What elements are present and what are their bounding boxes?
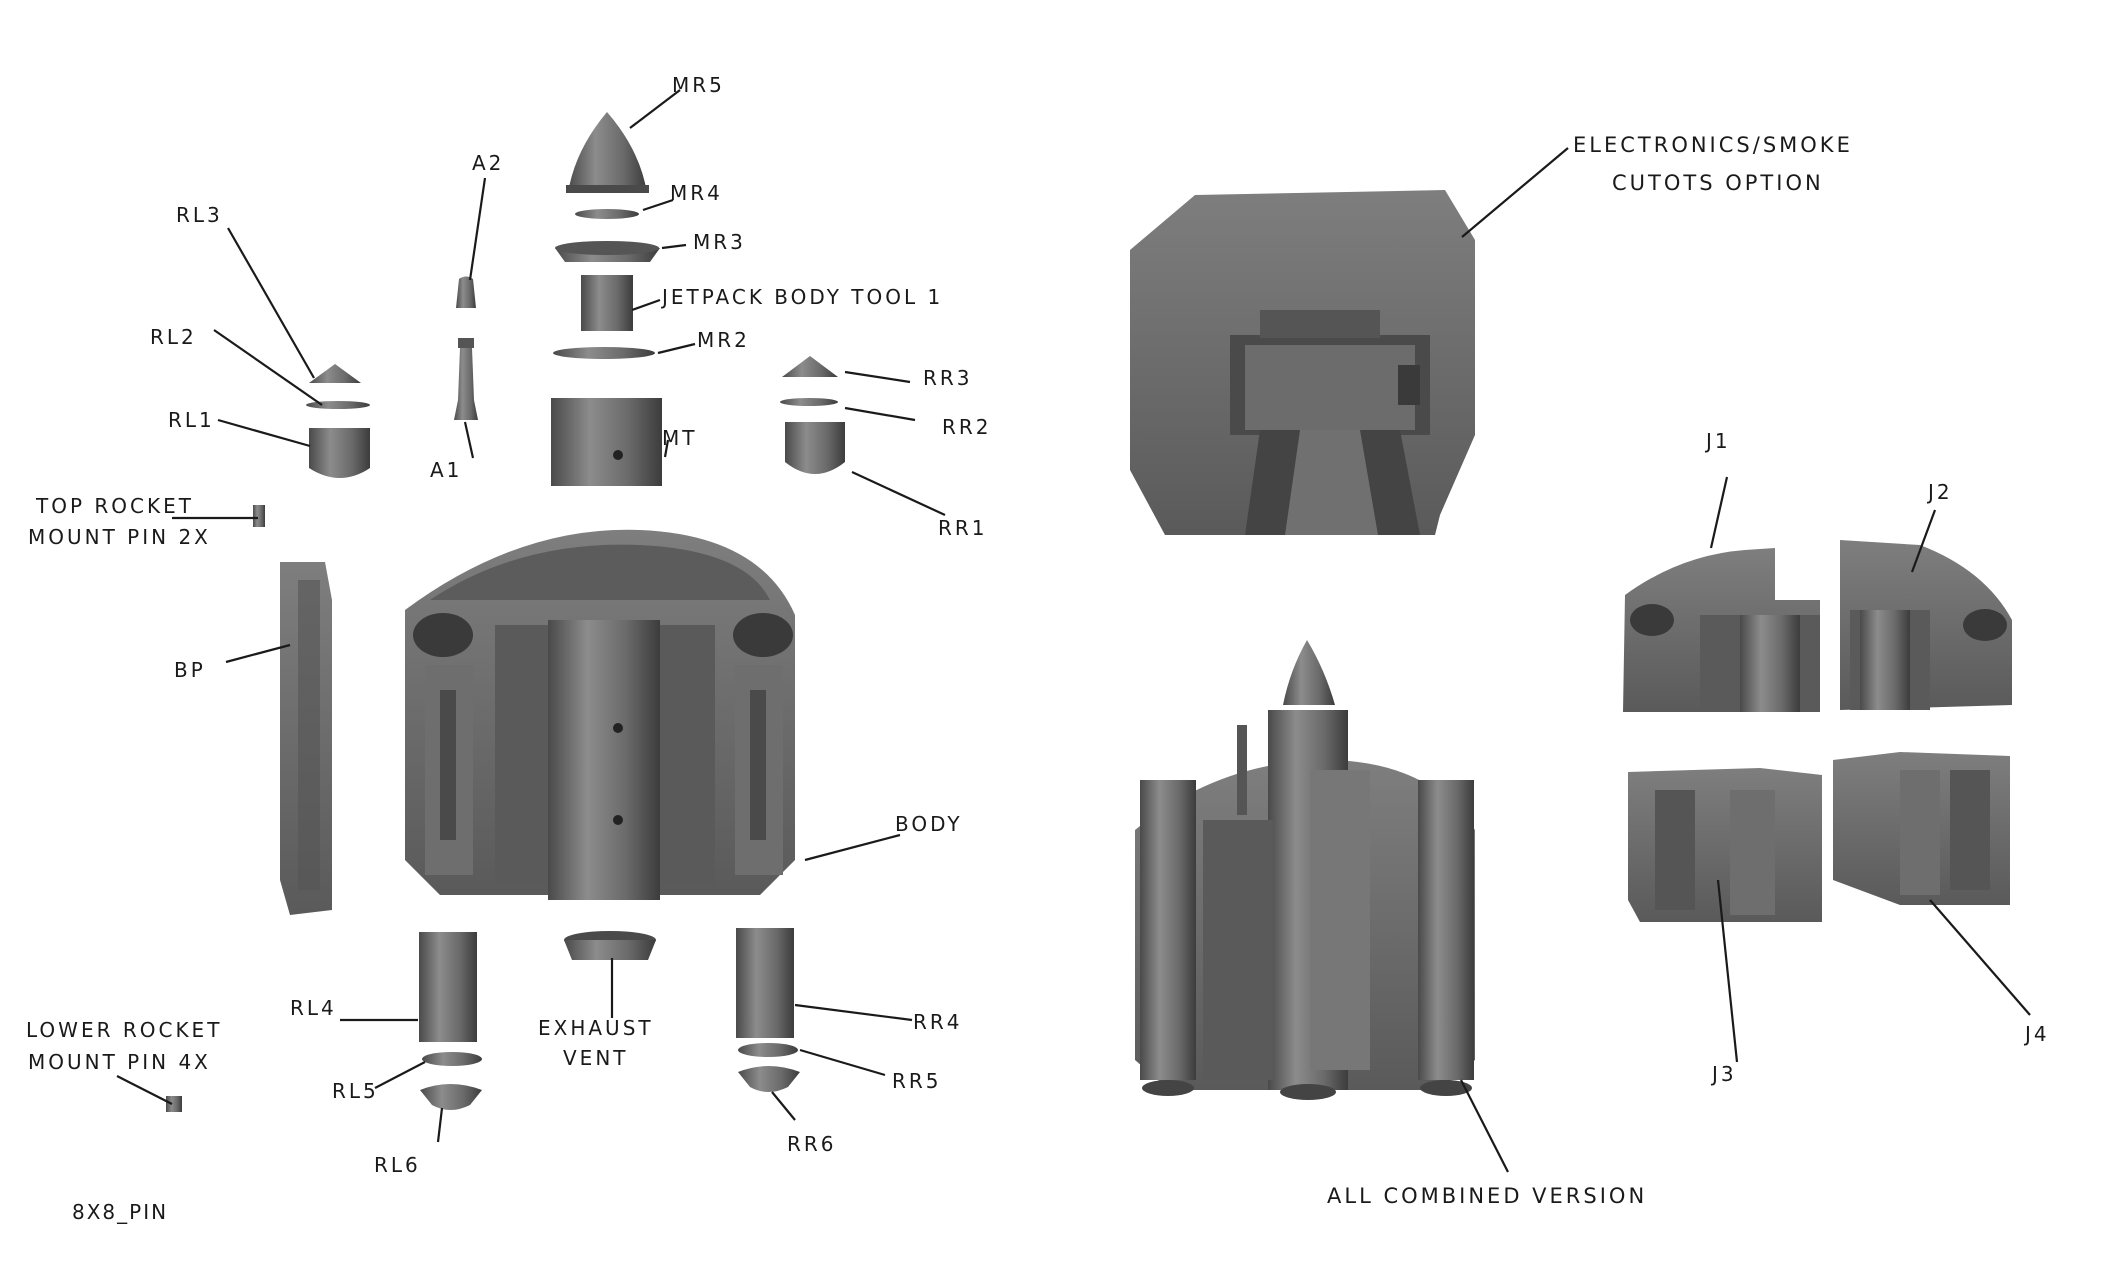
part-mr5 — [566, 112, 649, 193]
part-rr4 — [736, 928, 794, 1038]
part-a1 — [454, 338, 478, 420]
part-combined-version — [1135, 640, 1475, 1100]
label-exhaust-line1: EXHAUST — [538, 1016, 654, 1040]
part-rl1 — [309, 428, 370, 478]
label-jetpack-body-tool: JETPACK BODY TOOL 1 — [662, 285, 944, 309]
label-rr4: RR4 — [913, 1010, 963, 1034]
part-mr3 — [555, 241, 660, 262]
part-rr6 — [738, 1066, 800, 1092]
label-pin-size: 8X8_PIN — [72, 1200, 169, 1224]
part-rl2 — [306, 401, 370, 409]
label-exhaust-line2: VENT — [563, 1046, 629, 1070]
label-rr5: RR5 — [892, 1069, 942, 1093]
part-electronics-cutout — [1130, 190, 1475, 535]
part-rl6 — [420, 1084, 482, 1110]
part-rr1 — [785, 422, 845, 474]
part-rr2 — [780, 398, 838, 406]
label-a1: A1 — [430, 458, 463, 482]
label-electronics-line2: CUTOTS OPTION — [1612, 171, 1824, 195]
part-j2 — [1840, 540, 2012, 710]
label-top-rocket-pin-line2: MOUNT PIN 2X — [28, 525, 211, 549]
label-rl5: RL5 — [332, 1079, 379, 1103]
part-lower-pin — [166, 1096, 182, 1112]
label-lower-rocket-pin-line1: LOWER ROCKET — [26, 1018, 223, 1042]
label-mr5: MR5 — [672, 73, 725, 97]
label-combined: ALL COMBINED VERSION — [1327, 1184, 1648, 1208]
label-rr1: RR1 — [938, 516, 988, 540]
part-bp — [280, 562, 332, 915]
label-rr2: RR2 — [942, 415, 992, 439]
part-rl3 — [309, 364, 361, 383]
label-bp: BP — [174, 658, 206, 682]
part-mr4 — [575, 209, 639, 219]
part-j3 — [1628, 768, 1822, 922]
label-lower-rocket-pin-line2: MOUNT PIN 4X — [28, 1050, 211, 1074]
label-mr4: MR4 — [670, 181, 723, 205]
label-body: BODY — [895, 812, 963, 836]
label-rl4: RL4 — [290, 996, 337, 1020]
part-a2 — [456, 276, 476, 308]
label-rl6: RL6 — [374, 1153, 421, 1177]
label-top-rocket-pin-line1: TOP ROCKET — [36, 494, 194, 518]
part-body — [405, 529, 795, 900]
label-mt: MT — [662, 426, 698, 450]
part-rr5 — [738, 1043, 798, 1057]
label-j3: J3 — [1712, 1062, 1737, 1086]
part-j4 — [1833, 752, 2010, 905]
label-a2: A2 — [472, 151, 505, 175]
label-mr3: MR3 — [693, 230, 746, 254]
leader-lines — [116, 89, 2031, 1173]
label-rr6: RR6 — [787, 1132, 837, 1156]
part-body-tool — [581, 275, 633, 331]
label-j4: J4 — [2025, 1022, 2050, 1046]
label-mr2: MR2 — [697, 328, 750, 352]
part-top-pin — [253, 505, 265, 527]
part-rl5 — [422, 1052, 482, 1066]
label-j2: J2 — [1928, 480, 1953, 504]
label-rl3: RL3 — [176, 203, 223, 227]
label-rr3: RR3 — [923, 366, 973, 390]
part-exhaust-vent — [564, 931, 656, 960]
label-rl1: RL1 — [168, 408, 215, 432]
label-electronics-line1: ELECTRONICS/SMOKE — [1573, 133, 1853, 157]
label-rl2: RL2 — [150, 325, 197, 349]
part-mr2 — [553, 347, 655, 359]
part-rl4 — [419, 932, 477, 1042]
part-mt — [551, 398, 662, 486]
label-j1: J1 — [1706, 429, 1731, 453]
part-rr3 — [782, 356, 838, 377]
part-j1 — [1623, 548, 1820, 712]
